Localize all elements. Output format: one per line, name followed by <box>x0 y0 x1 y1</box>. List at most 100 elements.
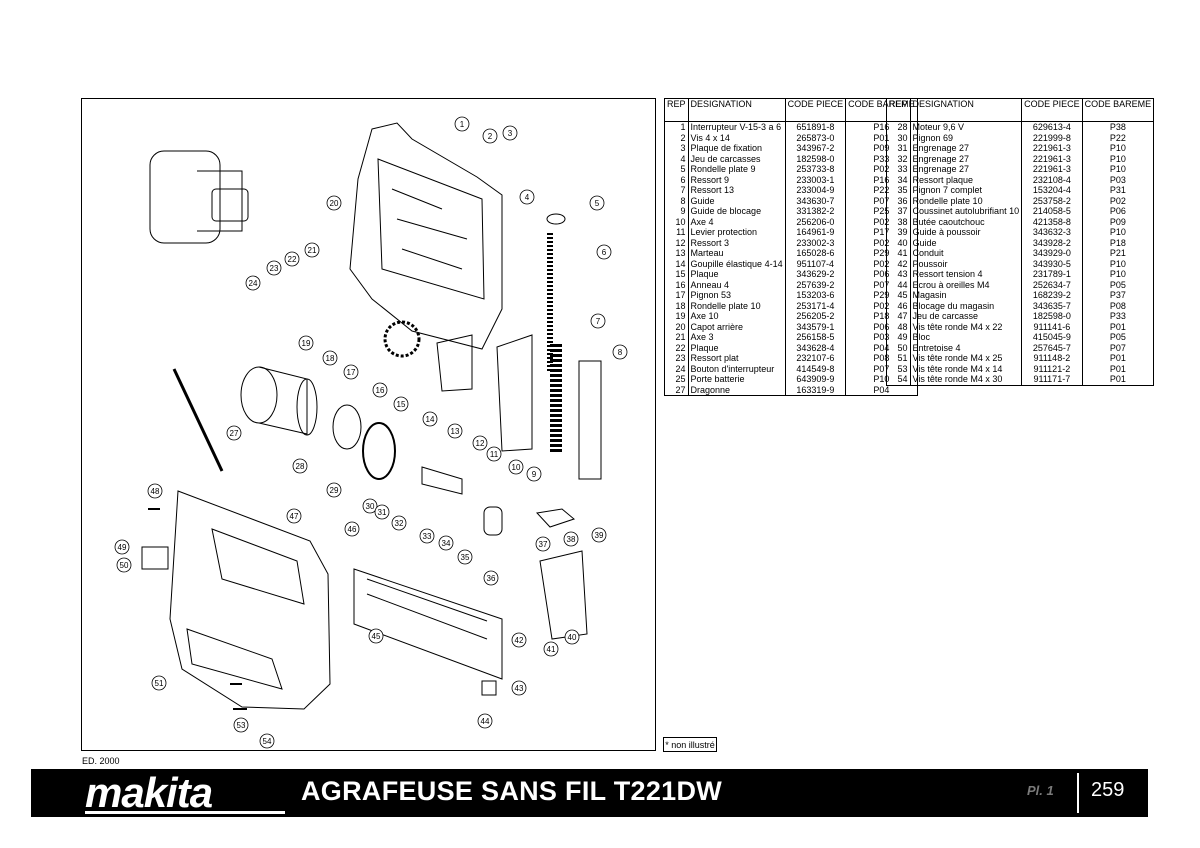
housing <box>349 122 503 350</box>
callout-21: 21 <box>304 242 320 258</box>
cell-designation: Ecrou à oreilles M4 <box>910 279 1023 290</box>
cell-code-bareme: P06 <box>873 321 890 332</box>
cell-rep: 54 <box>886 374 911 385</box>
cell-rep: 8 <box>664 195 689 206</box>
cell-code-piece: 343635-7 <box>1021 300 1083 311</box>
cell-code-piece: 233004-9 <box>785 185 847 196</box>
cell-code-bareme: P02 <box>873 164 890 174</box>
cell-code-piece: 221961-3 <box>1021 164 1083 175</box>
gear-17 <box>383 320 421 358</box>
cell-designation: Vis tête ronde M4 x 30 <box>910 374 1023 385</box>
header-code-bareme: CODE BAREME <box>848 99 915 109</box>
cell-code-bareme: P02 <box>873 237 890 248</box>
cell-code-bareme: P16 <box>873 122 890 132</box>
callout-31: 31 <box>374 504 390 520</box>
cell-code-bareme: P22 <box>1109 132 1126 143</box>
cell-code-piece: 182598-0 <box>1021 311 1083 322</box>
cell-code-bareme: P01 <box>1109 374 1126 384</box>
cell-designation: Ressort 13 <box>688 185 786 196</box>
cell-rep: 1 <box>664 121 689 133</box>
cell-rep: 20 <box>664 321 689 332</box>
callout-24: 24 <box>245 275 261 291</box>
cell-rep: 38 <box>886 216 911 227</box>
cell-code-piece: 164961-9 <box>785 227 847 238</box>
cell-rep: 51 <box>886 353 911 364</box>
cell-designation: Guide de blocage <box>688 206 786 217</box>
cell-code-piece: 253733-8 <box>785 164 847 175</box>
callout-6: 6 <box>596 244 612 260</box>
cell-rep: 37 <box>886 206 911 217</box>
cell-code-piece: 643909-9 <box>785 374 847 385</box>
callout-46: 46 <box>344 521 360 537</box>
cell-designation: Axe 10 <box>688 311 786 322</box>
cell-rep: 48 <box>886 321 911 332</box>
cell-designation: Guide <box>688 195 786 206</box>
callout-27: 27 <box>226 425 242 441</box>
cell-code-piece: 651891-8 <box>785 121 847 133</box>
cell-code-piece: 253171-4 <box>785 300 847 311</box>
cell-code-piece: 343929-0 <box>1021 248 1083 259</box>
guide-40 <box>539 550 588 640</box>
cell-rep: 11 <box>664 227 689 238</box>
footer-divider <box>1077 773 1079 813</box>
nut-44 <box>481 680 497 696</box>
cell-code-bareme: P02 <box>873 258 890 269</box>
callout-number: 35 <box>461 553 470 562</box>
callout-number: 15 <box>397 400 406 409</box>
cell-designation: Pignon 69 <box>910 132 1023 143</box>
cell-code-bareme: P04 <box>873 342 890 353</box>
cell-designation: Conduit <box>910 248 1023 259</box>
cell-rep: 14 <box>664 258 689 269</box>
cell-code-piece: 252634-7 <box>1021 279 1083 290</box>
cell-rep: 13 <box>664 248 689 259</box>
cell-code-bareme: P02 <box>873 216 890 227</box>
callout-23: 23 <box>266 260 282 276</box>
cell-code-bareme: P01 <box>1109 353 1126 363</box>
callout-number: 18 <box>326 354 335 363</box>
washer-29 <box>332 404 362 450</box>
cell-designation: Interrupteur V-15-3 a 6 <box>688 121 786 133</box>
cell-rep: 17 <box>664 290 689 301</box>
pinion-35 <box>421 466 463 495</box>
callout-number: 19 <box>302 339 311 348</box>
cell-code-bareme: P18 <box>873 311 890 321</box>
cell-code-piece: 214058-5 <box>1021 206 1083 217</box>
callout-number: 21 <box>308 246 317 255</box>
callout-53: 53 <box>233 717 249 733</box>
callout-36: 36 <box>483 570 499 586</box>
cell-code-bareme: P03 <box>873 332 890 342</box>
cell-designation: Poussoir <box>910 258 1023 269</box>
callout-20: 20 <box>326 195 342 211</box>
cell-designation: Engrenage 27 <box>910 143 1023 154</box>
cell-designation: Ressort plat <box>688 353 786 364</box>
callout-37: 37 <box>535 536 551 552</box>
plate-label: Pl. 1 <box>1027 783 1054 798</box>
strap-27 <box>172 368 224 472</box>
callout-14: 14 <box>422 411 438 427</box>
cell-rep: 41 <box>886 248 911 259</box>
callout-number: 23 <box>270 264 279 273</box>
callout-number: 49 <box>118 543 127 552</box>
cell-code-bareme: P01 <box>1109 363 1126 374</box>
cell-code-bareme: P29 <box>873 290 890 300</box>
callout-50: 50 <box>116 557 132 573</box>
cell-code-bareme: P10 <box>873 374 890 384</box>
cell-rep: 44 <box>886 279 911 290</box>
cell-designation: Butée caoutchouc <box>910 216 1023 227</box>
cell-designation: Moteur 9,6 V <box>910 121 1023 133</box>
callout-number: 50 <box>120 561 129 570</box>
